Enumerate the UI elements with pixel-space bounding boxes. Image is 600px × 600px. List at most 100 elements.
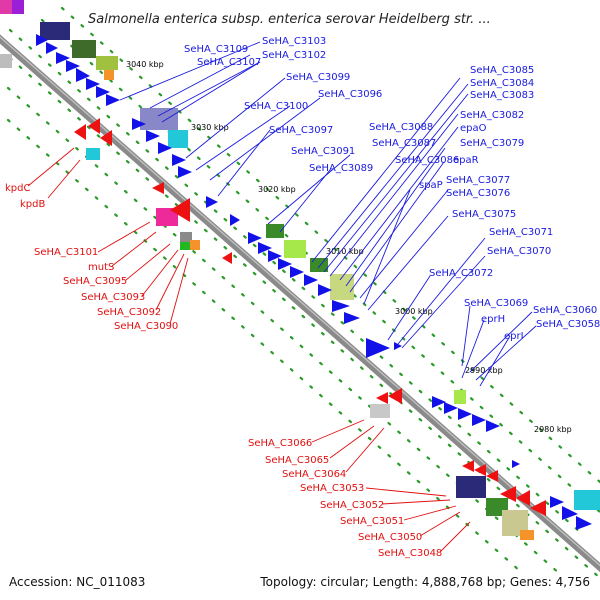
gene-label: SeHA_C3071 (489, 227, 553, 238)
gene-block (104, 70, 114, 80)
forward-genes (0, 0, 600, 530)
gene-arrow (74, 124, 86, 140)
gene-label: SeHA_C3102 (262, 50, 326, 61)
gene-arrow (12, 0, 24, 14)
gene-arrow (304, 274, 318, 286)
gene-arrow (152, 182, 164, 194)
gene-arrow (268, 250, 282, 262)
gene-label: SeHA_C3072 (429, 268, 493, 279)
gene-arrow (248, 232, 262, 244)
gene-arrow (576, 516, 592, 530)
gene-label: SeHA_C3050 (358, 532, 422, 543)
gene-label: SeHA_C3093 (81, 292, 145, 303)
reverse-leaders (27, 147, 471, 553)
gene-arrow (170, 198, 190, 222)
gene-arrow (56, 52, 70, 64)
gene-arrow (500, 486, 516, 502)
gene-label: spaP (419, 180, 443, 191)
gene-block (40, 22, 70, 40)
gene-arrow (0, 0, 12, 14)
gene-block (370, 404, 390, 418)
tick-label: 3000 kbp (395, 307, 433, 316)
gene-block (454, 390, 466, 404)
gene-block (86, 148, 100, 160)
gene-label: SeHA_C3096 (318, 89, 382, 100)
gene-arrow (158, 142, 172, 154)
gene-label: eprI (504, 331, 524, 342)
gene-arrow (258, 242, 272, 254)
gene-label: SeHA_C3087 (372, 138, 436, 149)
gene-label: SeHA_C3060 (533, 305, 597, 316)
gene-arrow (178, 166, 192, 178)
forward-leaders (119, 41, 537, 387)
tick-label: 3030 kbp (191, 123, 229, 132)
reverse-genes (0, 54, 546, 540)
gene-arrow (36, 34, 48, 46)
gene-label: epaR (453, 155, 479, 166)
gene-arrow (278, 258, 292, 270)
gene-label: SeHA_C3053 (300, 483, 364, 494)
gene-arrow (88, 118, 100, 134)
gene-label: kpdB (20, 199, 45, 210)
gene-arrow (486, 420, 500, 432)
gene-arrow (458, 408, 472, 420)
gene-arrow (172, 154, 186, 166)
gene-label: SeHA_C3097 (269, 125, 333, 136)
gene-label: SeHA_C3051 (340, 516, 404, 527)
gene-arrow (462, 460, 474, 472)
gene-block (180, 232, 192, 242)
gene-arrow (86, 78, 100, 90)
gene-arrow (550, 496, 564, 508)
gene-arrow (444, 402, 458, 414)
kbp-ticks: 3040 kbp 3030 kbp 3020 kbp 3010 kbp 3000… (126, 60, 572, 434)
gene-label: SeHA_C3079 (460, 138, 524, 149)
gene-label: SeHA_C3086 (395, 155, 459, 166)
gene-arrow (388, 388, 402, 404)
gene-block (180, 242, 190, 250)
gene-arrow (100, 130, 112, 146)
gene-block (96, 56, 118, 70)
gene-label: SeHA_C3075 (452, 209, 516, 220)
gene-label: SeHA_C3069 (464, 298, 528, 309)
gene-arrow (530, 500, 546, 516)
gene-label: SeHA_C3058 (536, 319, 600, 330)
reverse-labels: kpdC kpdB SeHA_C3101 mutS SeHA_C3095 SeH… (5, 183, 442, 559)
gene-label: SeHA_C3083 (470, 90, 534, 101)
gene-label: SeHA_C3070 (487, 246, 551, 257)
gene-arrow (132, 118, 146, 130)
gene-arrow (96, 86, 110, 98)
gene-arrow (290, 266, 304, 278)
gene-label: SeHA_C3095 (63, 276, 127, 287)
gene-block (284, 240, 306, 258)
gene-label: SeHA_C3082 (460, 110, 524, 121)
tick-label: 3010 kbp (326, 247, 364, 256)
gene-label: SeHA_C3065 (265, 455, 329, 466)
gene-block (156, 208, 178, 226)
gene-label: SeHA_C3100 (244, 101, 308, 112)
gene-arrow (206, 196, 218, 208)
gene-label: SeHA_C3064 (282, 469, 346, 480)
gene-label: SeHA_C3077 (446, 175, 510, 186)
gene-block (520, 530, 534, 540)
gene-arrow (516, 490, 530, 506)
gene-label: mutS (88, 262, 114, 273)
tick-label: 2990 kbp (465, 366, 503, 375)
gene-label: SeHA_C3076 (446, 188, 510, 199)
genome-summary-text: Topology: circular; Length: 4,888,768 bp… (259, 575, 590, 589)
gene-arrow (366, 338, 390, 358)
gene-label: epaO (460, 123, 487, 134)
gene-arrow (76, 68, 90, 82)
gene-block (266, 224, 284, 238)
gene-label: SeHA_C3107 (197, 57, 261, 68)
forward-labels: SeHA_C3103 SeHA_C3109 SeHA_C3102 SeHA_C3… (184, 36, 600, 342)
gene-label: SeHA_C3085 (470, 65, 534, 76)
gene-label: SeHA_C3084 (470, 78, 534, 89)
gene-arrow (432, 396, 446, 408)
map-title: Salmonella enterica subsp. enterica sero… (88, 12, 491, 27)
gene-block (72, 40, 96, 58)
gene-label: SeHA_C3092 (97, 307, 161, 318)
gene-arrow (332, 300, 350, 312)
tick-label: 2980 kbp (534, 425, 572, 434)
gene-block (168, 130, 188, 148)
